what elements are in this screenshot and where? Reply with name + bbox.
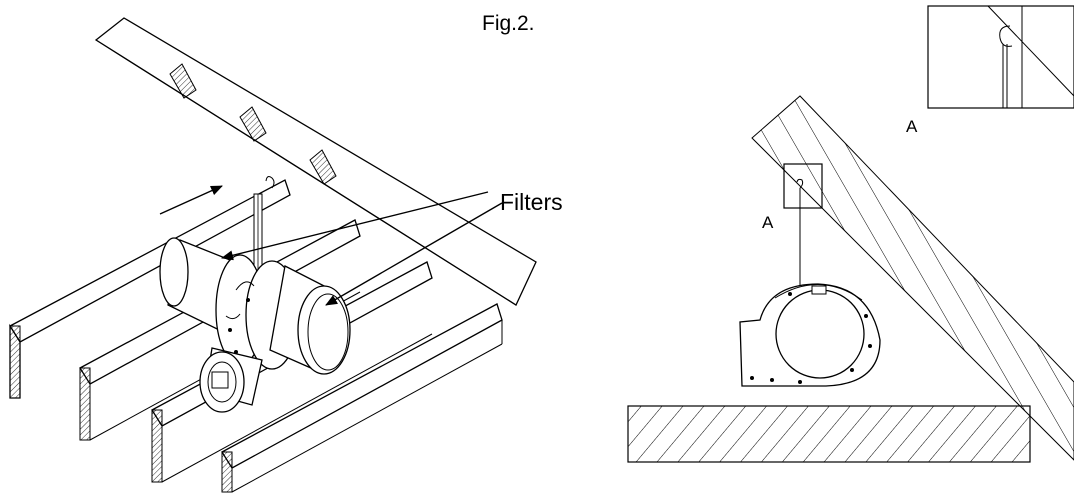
view-a-label: A [906, 117, 918, 136]
attic-installation-illustration [9, 17, 537, 493]
rafter-beam [94, 17, 537, 306]
figure-label: Fig.2. [482, 12, 535, 35]
airflow-arrow [159, 185, 223, 215]
detail-frame [783, 163, 823, 209]
filters-leader-arrow-right [325, 202, 503, 306]
detail-a-label: A [762, 213, 774, 232]
fan-side-view [739, 283, 881, 387]
section-view-illustration [627, 5, 1074, 463]
hook-small [796, 178, 804, 189]
filter-right [269, 265, 351, 375]
filters-callout: Filters [500, 189, 563, 215]
filters-leader-arrow-left [221, 191, 489, 261]
floor-slab [627, 405, 1031, 463]
detail-a-inset [927, 5, 1074, 109]
rafter-section [751, 95, 1074, 461]
